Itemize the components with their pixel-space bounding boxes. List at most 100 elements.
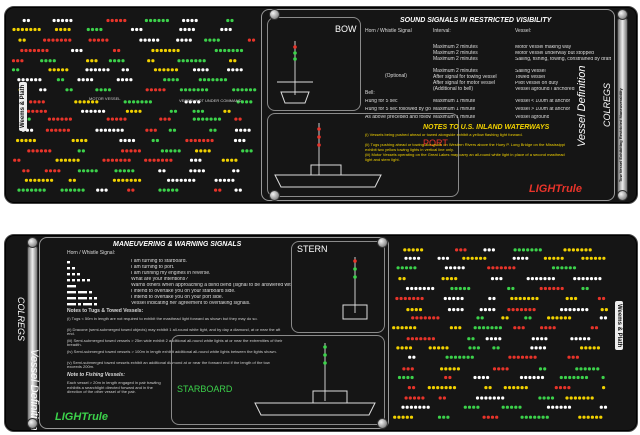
screw (27, 418, 38, 429)
light-dot (603, 316, 608, 320)
light-dot (213, 128, 217, 132)
bell-vessel-cell: Vessel aground (515, 115, 550, 120)
light-dot (482, 326, 486, 330)
light-dot (93, 68, 97, 72)
light-dot (415, 316, 419, 320)
light-dot (30, 128, 34, 132)
light-dot (452, 386, 457, 390)
light-dot (441, 346, 445, 350)
light-dot (574, 337, 578, 341)
light-dot (77, 78, 81, 82)
light-dot (582, 396, 586, 400)
light-dot (581, 256, 585, 260)
light-dot (139, 27, 143, 32)
light-dot (80, 138, 84, 143)
light-dot (194, 59, 198, 63)
light-dot (542, 346, 547, 350)
screw (269, 9, 280, 20)
light-dot (534, 248, 538, 252)
bell-interval-cell: Maximum 1 minute (433, 107, 476, 112)
light-dot (520, 386, 524, 390)
light-dot (95, 128, 99, 132)
light-dot (157, 18, 161, 23)
light-dot (473, 326, 477, 330)
light-dot (503, 386, 507, 390)
light-dot (153, 128, 157, 132)
light-dot (428, 346, 432, 350)
light-dot (127, 100, 131, 104)
light-dot (449, 355, 453, 359)
light-dot (532, 375, 536, 380)
light-dot (411, 316, 415, 320)
light-dot (48, 149, 52, 153)
light-dot (231, 68, 235, 72)
light-dot (186, 18, 190, 23)
light-dot (573, 277, 577, 281)
light-dot (102, 109, 106, 113)
light-dot (410, 286, 414, 291)
light-dot (590, 415, 594, 419)
port-label: PORT (423, 138, 448, 148)
light-dot (552, 326, 556, 330)
light-dot (440, 386, 444, 390)
interval-cell: After signal for motor vessel (433, 80, 495, 86)
light-dot (404, 256, 408, 260)
light-dot (45, 128, 50, 132)
light-dot (145, 128, 149, 132)
light-dot (143, 38, 147, 42)
light-dot (85, 68, 89, 72)
light-dot (168, 128, 172, 132)
light-dot (159, 48, 163, 53)
light-dot (197, 169, 201, 173)
light-dot (69, 88, 73, 92)
light-dot (144, 18, 148, 23)
light-dot (231, 178, 235, 182)
light-dot (413, 326, 417, 330)
light-dot (192, 68, 197, 72)
light-dot (86, 169, 90, 173)
light-dot (120, 78, 125, 82)
light-dot (551, 266, 556, 270)
signal-meaning: I am turning to port. (131, 265, 175, 270)
light-dot (125, 178, 129, 182)
light-dot (170, 68, 174, 72)
light-dot (453, 266, 457, 270)
light-dot (480, 316, 484, 320)
light-dot (56, 117, 60, 121)
light-dot (158, 188, 162, 192)
light-dot (65, 88, 69, 92)
light-dot (563, 375, 568, 380)
light-dot (188, 88, 192, 92)
light-dot (114, 169, 118, 173)
light-dot (398, 277, 402, 281)
light-dot (535, 296, 539, 301)
light-dot (95, 27, 99, 32)
vessel-cell: Motor vessel making way (515, 45, 572, 50)
light-dot (406, 337, 410, 341)
light-dot (527, 296, 531, 301)
light-dot (546, 396, 550, 400)
light-dot (191, 27, 195, 32)
light-dot (526, 277, 530, 281)
light-dot (107, 88, 112, 92)
light-dot (406, 308, 410, 312)
light-dot (538, 346, 542, 350)
light-dot (22, 169, 26, 173)
light-dot (112, 128, 116, 132)
light-dot (121, 59, 125, 63)
light-dot (463, 405, 467, 409)
vessel-label: VESSEL NOT UNDER COMMAND (179, 98, 242, 103)
light-dot (198, 158, 202, 162)
light-dot (408, 355, 412, 359)
light-dot (458, 355, 462, 359)
vessel-label: MOTOR VESSEL (89, 96, 121, 101)
light-dot (231, 48, 235, 53)
light-dot (530, 346, 534, 350)
light-dot (112, 48, 117, 53)
light-dot (125, 78, 129, 82)
light-dot (171, 178, 175, 182)
light-dot (52, 18, 56, 23)
light-dot (508, 355, 512, 359)
light-dot (400, 266, 404, 270)
light-dot (452, 367, 456, 371)
